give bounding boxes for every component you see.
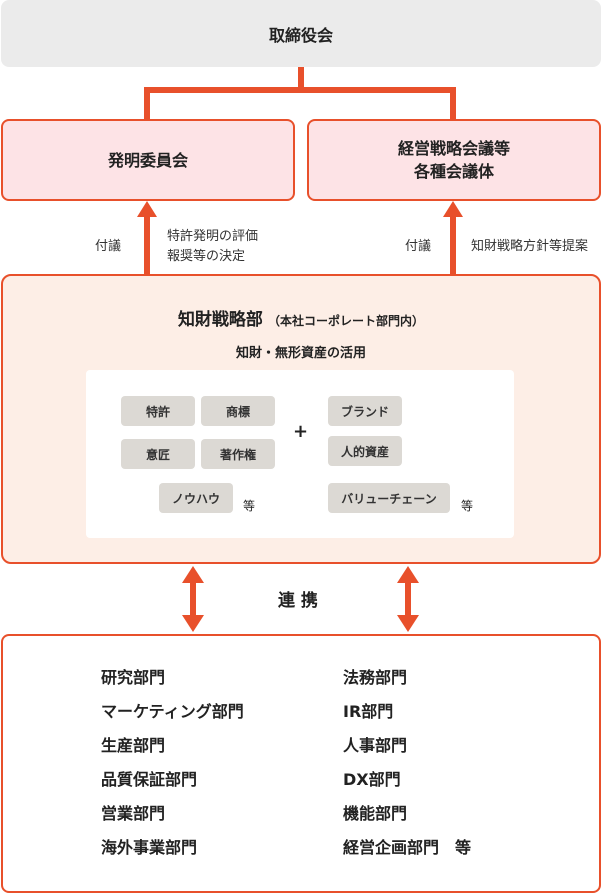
chip-patent: 特許: [121, 396, 195, 426]
departments-left-column: 研究部門 マーケティング部門 生産部門 品質保証部門 営業部門 海外事業部門: [101, 668, 244, 872]
cooperation-label: 連 携: [278, 591, 318, 611]
strategy-meetings-line2: 各種会議体: [413, 162, 494, 181]
dept-item: DX部門: [343, 770, 401, 789]
dept-item: 機能部門: [343, 804, 408, 823]
board-label: 取締役会: [268, 25, 333, 45]
right-double-arrow: [397, 566, 419, 632]
left-up-arrow: [137, 201, 157, 274]
chip-copyright: 著作権: [201, 439, 275, 469]
etc-left: 等: [243, 499, 256, 513]
departments-box: [1, 634, 601, 893]
dept-item: IR部門: [343, 702, 394, 721]
ip-dept-subtitle: （本社コーポレート部門内）: [268, 314, 425, 328]
chip-value-chain: バリューチェーン: [328, 483, 450, 513]
right-submit-label: 付議: [405, 239, 432, 254]
dept-item: 人事部門: [343, 736, 408, 755]
dept-item: マーケティング部門: [101, 702, 244, 721]
chip-human-assets: 人的資産: [328, 436, 402, 466]
left-double-arrow: [182, 566, 204, 632]
board-connector: [144, 67, 456, 119]
left-submit-label: 付議: [95, 239, 122, 254]
left-flow-desc-line2: 報奨等の決定: [167, 249, 246, 264]
dept-item: 経営企画部門 等: [343, 838, 472, 857]
strategy-meetings-line1: 経営戦略会議等: [397, 139, 510, 158]
dept-item: 研究部門: [101, 668, 166, 687]
left-flow-desc-line1: 特許発明の評価: [167, 229, 259, 244]
invention-committee-label: 発明委員会: [107, 150, 188, 170]
ip-dept-title: 知財戦略部: [177, 310, 263, 330]
dept-item: 品質保証部門: [101, 770, 198, 789]
right-flow-description: 知財戦略方針等提案: [471, 239, 589, 254]
plus-sign: +: [293, 421, 309, 442]
chip-design: 意匠: [121, 439, 195, 469]
board-of-directors: 取締役会: [1, 0, 601, 67]
chip-trademark: 商標: [201, 396, 275, 426]
etc-right: 等: [461, 499, 474, 513]
ip-dept-heading: 知財戦略部 （本社コーポレート部門内）: [0, 305, 602, 330]
chip-knowhow: ノウハウ: [159, 483, 233, 513]
dept-item: 法務部門: [343, 668, 408, 687]
strategy-meetings-box: 経営戦略会議等 各種会議体: [307, 119, 601, 201]
left-flow-description: 特許発明の評価 報奨等の決定: [167, 227, 258, 267]
chip-brand: ブランド: [328, 396, 402, 426]
dept-item: 営業部門: [101, 804, 166, 823]
right-up-arrow: [443, 201, 463, 274]
ip-dept-caption: 知財・無形資産の活用: [235, 346, 366, 361]
invention-committee-box: 発明委員会: [1, 119, 295, 201]
dept-item: 海外事業部門: [101, 838, 198, 857]
dept-item: 生産部門: [101, 736, 166, 755]
departments-right-column: 法務部門 IR部門 人事部門 DX部門 機能部門 経営企画部門 等: [343, 668, 471, 872]
